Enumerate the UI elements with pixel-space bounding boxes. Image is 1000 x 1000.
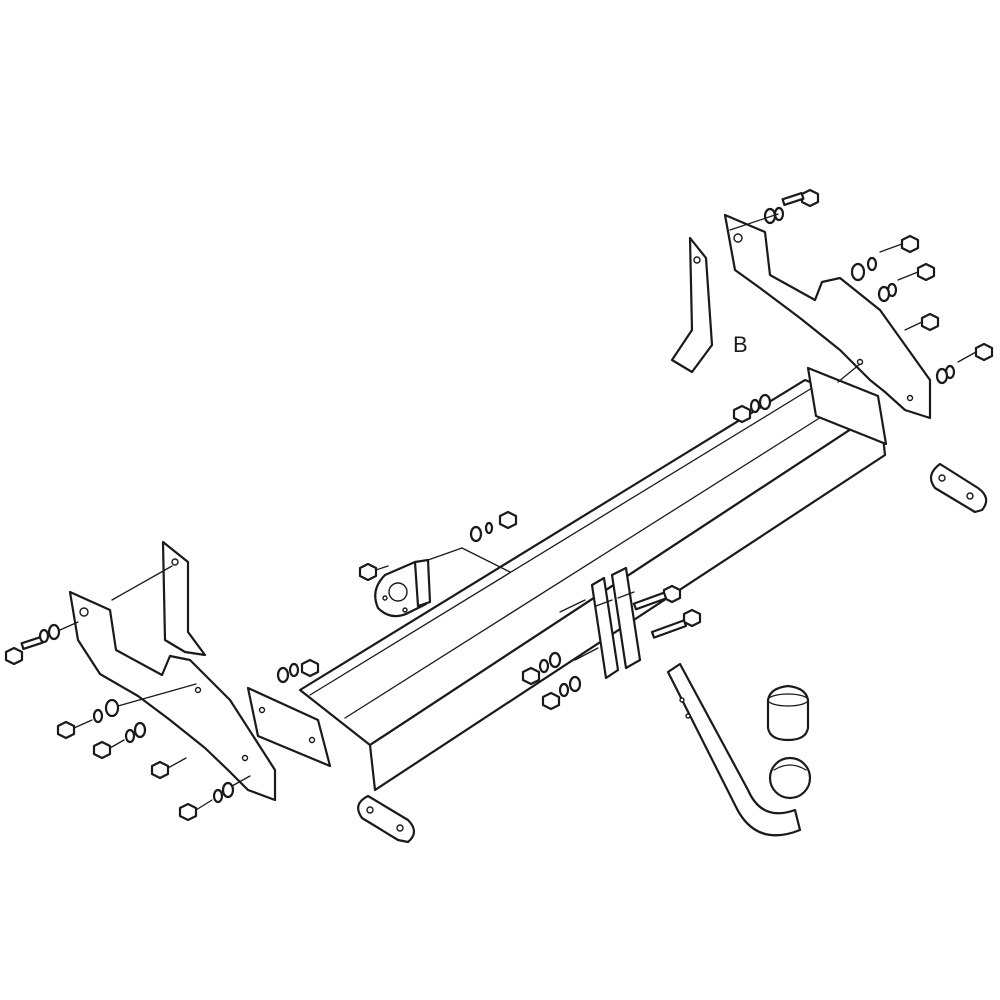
- spacer-plate-left: [357, 794, 416, 844]
- bracket-label-b: B: [733, 332, 748, 357]
- side-bracket-left: [68, 590, 277, 802]
- center-mount-brackets: [590, 566, 642, 680]
- bolt-set-right-side: [850, 234, 994, 385]
- bolt-set-left-top: [4, 621, 79, 666]
- assembly-leader-lines: [111, 363, 861, 707]
- beam-end-plate-right: [806, 366, 888, 446]
- nut-set-center: [461, 510, 518, 573]
- tow-ball: [768, 756, 812, 800]
- nut-set-beam-left: [276, 658, 320, 684]
- beam-end-plate-left: [246, 686, 332, 768]
- tow-ball-cap: [766, 684, 810, 742]
- tow-neck: [666, 662, 802, 837]
- side-bracket-right: [723, 213, 932, 420]
- bolt-set-neck: [632, 584, 702, 639]
- socket-screw: [358, 562, 389, 582]
- angle-bracket-left: [161, 540, 207, 657]
- bolt-set-right-top: [729, 188, 820, 231]
- angle-bracket-b: [670, 236, 714, 374]
- nut-set-beam-right: [732, 393, 772, 424]
- nut-set-neck-left: [521, 647, 599, 711]
- spacer-plate-right: [929, 462, 988, 514]
- socket-plate: [374, 558, 432, 618]
- bolt-set-left-side: [56, 698, 251, 822]
